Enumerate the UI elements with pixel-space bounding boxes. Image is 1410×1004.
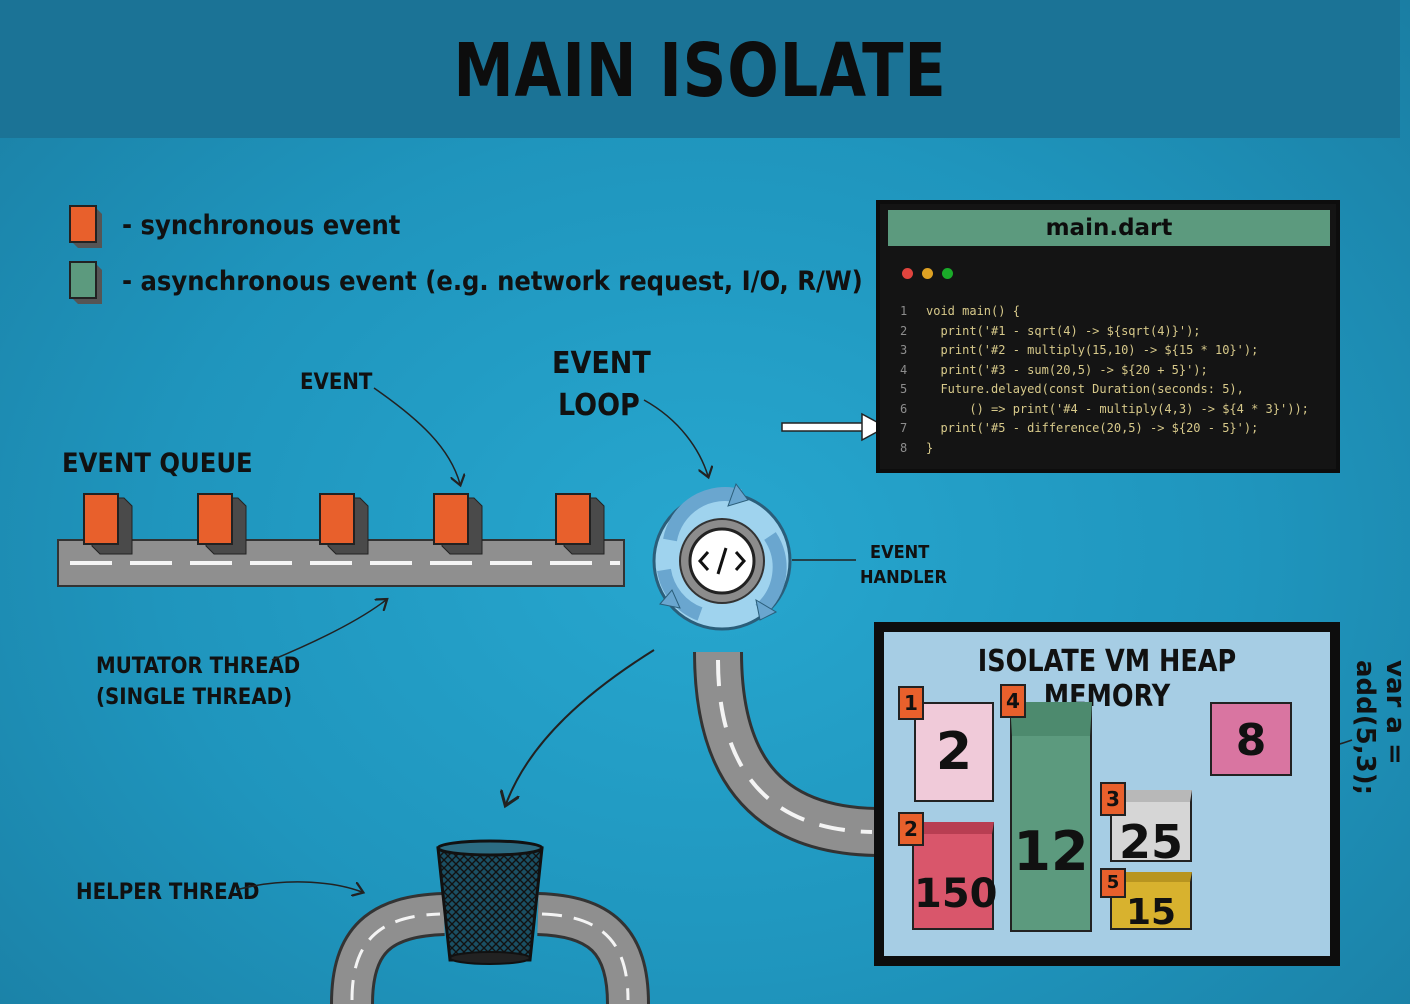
close-dot-icon (902, 268, 913, 279)
code-line: 1 void main() { (900, 304, 1020, 318)
legend-sync-label: - synchronous event (122, 210, 401, 241)
queue-cube-2 (197, 493, 247, 555)
code-line: 3 print('#2 - multiply(15,10) -> ${15 * … (900, 343, 1258, 357)
queue-cube-5 (555, 493, 605, 555)
queue-cube-3 (319, 493, 369, 555)
heap-badge-5: 5 (1100, 868, 1126, 898)
code-editor-window: main.dart 1 void main() { 2 print('#1 - sq… (876, 200, 1340, 473)
event-queue-label: EVENT QUEUE (62, 448, 253, 479)
helper-thread-label: HELPER THREAD (76, 880, 260, 905)
code-line: 5 Future.delayed(const Duration(seconds:… (900, 382, 1244, 396)
code-line-text: Future.delayed(const Duration(seconds: 5… (926, 382, 1244, 396)
mutator-thread-sub-label: (SINGLE THREAD) (96, 685, 293, 710)
sync-event-cube-icon (69, 205, 102, 248)
heap-badge-4: 4 (1000, 684, 1026, 718)
code-line-number: 2 (900, 323, 908, 338)
code-line-number: 5 (900, 382, 908, 396)
code-line-text: } (926, 440, 934, 455)
code-line-text: print('#5 - difference(20,5) -> ${20 - 5… (926, 421, 1259, 435)
code-line-number: 6 (900, 401, 908, 416)
event-loop-arrow (643, 399, 708, 476)
code-filename: main.dart (888, 210, 1330, 246)
helper-arrow (235, 881, 362, 892)
heap-block-150: 150 (912, 822, 998, 930)
code-line-number: 1 (900, 304, 908, 318)
code-line-text: () => print('#4 - multiply(4,3) -> ${4 *… (926, 401, 1309, 416)
header-band (0, 0, 1400, 138)
code-line-text: print('#1 - sqrt(4) -> ${sqrt(4)}'); (926, 323, 1201, 338)
var-add-note: var a = add(5,3); (1350, 660, 1410, 795)
minimize-dot-icon (922, 268, 933, 279)
mutator-arrow (271, 600, 386, 661)
code-pointer-arrow (781, 412, 888, 442)
code-line: 7 print('#5 - difference(20,5) -> ${20 -… (900, 421, 1258, 435)
heap-memory-panel: ISOLATE VM HEAP MEMORY 2 150 12 25 15 8 … (874, 622, 1340, 966)
heap-block-12: 12 (1010, 702, 1092, 932)
code-line: 2 print('#1 - sqrt(4) -> ${sqrt(4)}'); (900, 324, 1201, 338)
to-helper-arrow (506, 649, 655, 804)
mutator-thread-label: MUTATOR THREAD (96, 654, 301, 679)
code-line-text: print('#2 - multiply(15,10) -> ${15 * 10… (926, 343, 1259, 357)
code-line-text: void main() { (926, 304, 1020, 318)
event-loop-icon (652, 482, 792, 631)
legend-async-label: - asynchronous event (e.g. network reque… (122, 266, 863, 297)
code-line-number: 3 (900, 343, 908, 357)
event-loop-label-2: LOOP (558, 388, 640, 423)
helper-thread-road (330, 892, 650, 1004)
code-line: 6 () => print('#4 - multiply(4,3) -> ${4… (900, 402, 1309, 416)
code-line-text: print('#3 - sum(20,5) -> ${20 + 5}'); (926, 362, 1208, 377)
heap-badge-3: 3 (1100, 782, 1126, 816)
async-event-cube-icon (69, 261, 102, 304)
code-line-number: 8 (900, 440, 908, 455)
code-line-number: 4 (900, 362, 908, 377)
event-arrow (373, 387, 460, 484)
event-handler-label-1: EVENT (870, 542, 930, 563)
heap-block-25: 25 (1110, 790, 1192, 869)
heap-badge-2: 2 (898, 812, 924, 846)
code-line-number: 7 (900, 421, 908, 435)
queue-cube-4 (433, 493, 483, 555)
event-label: EVENT (300, 370, 373, 395)
heap-block-2: 2 (914, 702, 994, 802)
page-title: MAIN ISOLATE (453, 28, 947, 114)
garbage-bin-icon (436, 839, 544, 965)
maximize-dot-icon (942, 268, 953, 279)
heap-badge-1: 1 (898, 686, 924, 720)
code-line: 4 print('#3 - sum(20,5) -> ${20 + 5}'); (900, 363, 1208, 377)
event-handler-label-2: HANDLER (860, 567, 947, 588)
heap-block-8: 8 (1210, 702, 1292, 776)
road-to-heap (693, 651, 877, 857)
code-line: 8} (900, 441, 933, 455)
queue-cube-1 (83, 493, 133, 555)
event-loop-label-1: EVENT (552, 346, 651, 381)
